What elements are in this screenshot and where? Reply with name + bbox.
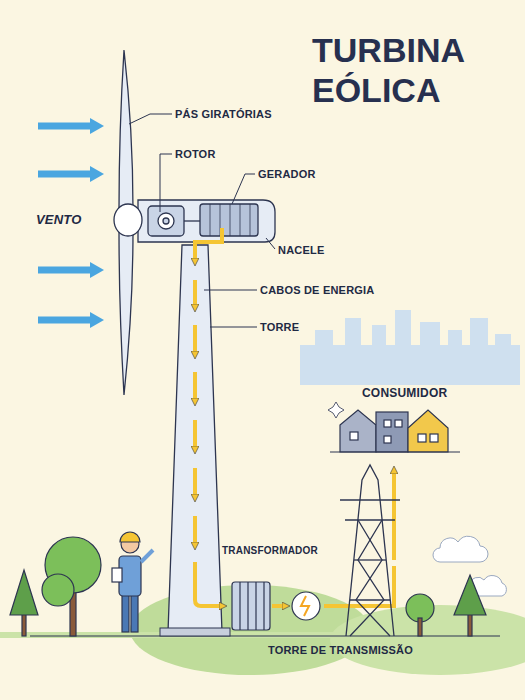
rotating-blades bbox=[114, 50, 142, 395]
part-label: ROTOR bbox=[175, 148, 216, 160]
part-label: TORRE bbox=[260, 321, 299, 333]
part-label: GERADOR bbox=[258, 168, 316, 180]
transformer bbox=[232, 582, 320, 630]
engineer-figure bbox=[112, 532, 153, 632]
wind-label: VENTO bbox=[36, 212, 82, 227]
part-label: PÁS GIRATÓRIAS bbox=[175, 108, 272, 120]
city-skyline bbox=[300, 310, 520, 385]
part-label: TRANSFORMADOR bbox=[222, 545, 318, 556]
part-label: NACELE bbox=[278, 244, 324, 256]
nacelle bbox=[138, 200, 275, 242]
trees bbox=[10, 537, 486, 636]
houses bbox=[330, 410, 460, 452]
part-label: TORRE DE TRANSMISSÃO bbox=[268, 644, 413, 656]
part-label: CABOS DE ENERGIA bbox=[260, 284, 374, 296]
tower bbox=[168, 245, 222, 632]
title: TURBINA EÓLICA bbox=[312, 30, 512, 110]
leader-lines bbox=[129, 114, 275, 327]
part-label: CONSUMIDOR bbox=[362, 386, 447, 400]
transmission-tower bbox=[340, 465, 400, 636]
